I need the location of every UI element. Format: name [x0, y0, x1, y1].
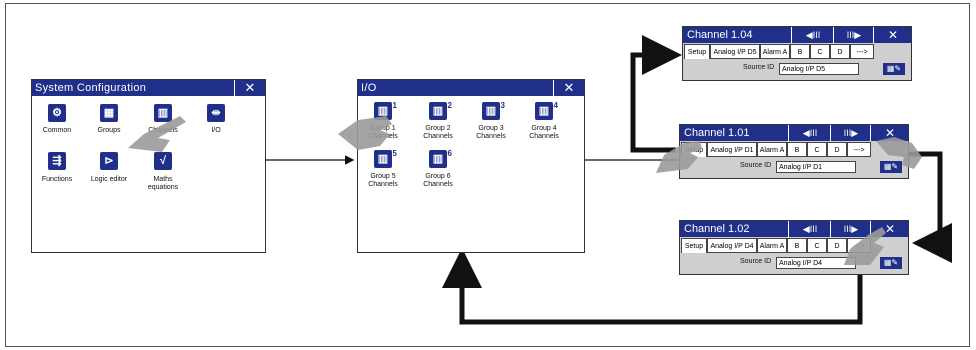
io-group-6-label: Group 6 Channels [423, 173, 453, 188]
tab-alarm-a[interactable]: Alarm A [757, 142, 787, 157]
syscfg-label-groups: Groups [97, 127, 121, 134]
edit-icon[interactable]: ▦✎ [883, 63, 905, 75]
tab-alarm-c[interactable]: C [810, 44, 830, 59]
channel-102-next-button[interactable]: III▶ [830, 221, 871, 237]
tab-setup[interactable]: Setup [681, 238, 707, 253]
io-titlebar: I/O ✕ [358, 80, 584, 96]
channel-104-tabs: Setup Analog I/P D5 Alarm A B C D ---> [683, 43, 911, 60]
hand-pointer-icon [128, 116, 186, 152]
io-title: I/O [361, 82, 377, 94]
channel-101-next-button[interactable]: III▶ [830, 125, 871, 141]
io-group-5-label: Group 5 Channels [368, 173, 398, 188]
tab-analog-ip[interactable]: Analog I/P D5 [710, 44, 760, 59]
channel-101-prev-button[interactable]: ◀III [788, 125, 831, 141]
arrow-to-channel-102 [908, 151, 952, 263]
tab-analog-ip[interactable]: Analog I/P D4 [707, 238, 757, 253]
tab-more[interactable]: ---> [847, 142, 871, 157]
tab-alarm-d[interactable]: D [830, 44, 850, 59]
channel-102-prev-button[interactable]: ◀III [788, 221, 831, 237]
io-group-4-label: Group 4 Channels [529, 125, 559, 140]
channel-101-titlebar: Channel 1.01 ◀III III▶ ✕ [680, 125, 908, 141]
channel-101-close-button[interactable]: ✕ [870, 125, 909, 141]
gear-icon[interactable]: ⚙ [48, 104, 66, 122]
syscfg-close-button[interactable]: ✕ [234, 80, 265, 96]
group-6-icon[interactable]: ▥6 [429, 149, 452, 168]
tab-alarm-d[interactable]: D [827, 238, 847, 253]
hand-pointer-icon [876, 137, 922, 169]
source-id-label: Source ID [743, 64, 775, 71]
diagram-frame [5, 3, 970, 347]
hand-pointer-icon [656, 141, 702, 173]
channel-104-title: Channel 1.04 [687, 29, 753, 41]
channel-101-title: Channel 1.01 [684, 127, 750, 139]
tab-alarm-a[interactable]: Alarm A [757, 238, 787, 253]
syscfg-label-io: I/O [211, 127, 221, 134]
channel-104-source-row: Source ID Analog I/P D5 ▦✎ [683, 60, 911, 80]
group-3-icon[interactable]: ▥3 [482, 101, 505, 120]
tab-alarm-b[interactable]: B [790, 44, 810, 59]
syscfg-label-logic-editor: Logic editor [90, 176, 128, 183]
tab-analog-ip[interactable]: Analog I/P D1 [707, 142, 757, 157]
channel-104-next-button[interactable]: III▶ [833, 27, 874, 43]
channel-102-close-button[interactable]: ✕ [870, 221, 909, 237]
tab-alarm-b[interactable]: B [787, 142, 807, 157]
source-id-field[interactable]: Analog I/P D5 [779, 63, 859, 75]
groups-icon[interactable]: ▦ [100, 104, 118, 122]
system-configuration-window: System Configuration ✕ ⚙ Common ▦ Groups… [31, 79, 266, 253]
group-4-icon[interactable]: ▥4 [535, 101, 558, 120]
edit-icon[interactable]: ▦✎ [880, 161, 902, 173]
io-group-3-label: Group 3 Channels [476, 125, 506, 140]
syscfg-label-functions: Functions [41, 176, 73, 183]
group-2-icon[interactable]: ▥2 [429, 101, 452, 120]
group-1-icon[interactable]: ▥1 [374, 101, 397, 120]
tab-setup[interactable]: Setup [684, 44, 710, 59]
channels-icon[interactable]: ▥ [154, 104, 172, 122]
tab-alarm-b[interactable]: B [787, 238, 807, 253]
channel-104-dialog: Channel 1.04 ◀III III▶ ✕ Setup Analog I/… [682, 26, 912, 81]
source-id-label: Source ID [740, 162, 772, 169]
functions-icon[interactable]: ⇶ [48, 152, 66, 170]
logic-icon[interactable]: ⊳ [100, 152, 118, 170]
channel-102-dialog: Channel 1.02 ◀III III▶ ✕ Setup Analog I/… [679, 220, 909, 275]
io-group-2-label: Group 2 Channels [423, 125, 453, 140]
io-icon[interactable]: ⇹ [207, 104, 225, 122]
channel-101-source-row: Source ID Analog I/P D1 ▦✎ [680, 158, 908, 178]
tab-more[interactable]: ---> [850, 44, 874, 59]
syscfg-title: System Configuration [35, 82, 147, 94]
hand-pointer-icon [338, 116, 392, 150]
hand-pointer-icon [844, 227, 886, 265]
source-id-label: Source ID [740, 258, 772, 265]
channel-102-titlebar: Channel 1.02 ◀III III▶ ✕ [680, 221, 908, 237]
source-id-field[interactable]: Analog I/P D1 [776, 161, 856, 173]
channel-104-close-button[interactable]: ✕ [873, 27, 912, 43]
maths-icon[interactable]: √ [154, 152, 172, 170]
tab-alarm-d[interactable]: D [827, 142, 847, 157]
tab-alarm-c[interactable]: C [807, 238, 827, 253]
syscfg-label-maths: Maths equations [147, 176, 179, 191]
io-close-button[interactable]: ✕ [553, 80, 584, 96]
arrow-back-to-io [442, 248, 863, 325]
group-5-icon[interactable]: ▥5 [374, 149, 397, 168]
channel-102-title: Channel 1.02 [684, 223, 750, 235]
arrow-to-channel-104 [630, 35, 682, 153]
edit-icon[interactable]: ▦✎ [880, 257, 902, 269]
io-window: I/O ✕ ▥1 Group 1 Channels ▥2 Group 2 Cha… [338, 79, 585, 253]
channel-104-titlebar: Channel 1.04 ◀III III▶ ✕ [683, 27, 911, 43]
tab-alarm-c[interactable]: C [807, 142, 827, 157]
syscfg-label-common: Common [42, 127, 72, 134]
channel-104-prev-button[interactable]: ◀III [791, 27, 834, 43]
channel-101-dialog: Channel 1.01 ◀III III▶ ✕ Setup Analog I/… [656, 124, 922, 179]
tab-alarm-a[interactable]: Alarm A [760, 44, 790, 59]
channel-102-tabs: Setup Analog I/P D4 Alarm A B C D ---> [680, 237, 908, 254]
syscfg-titlebar: System Configuration ✕ [32, 80, 265, 96]
